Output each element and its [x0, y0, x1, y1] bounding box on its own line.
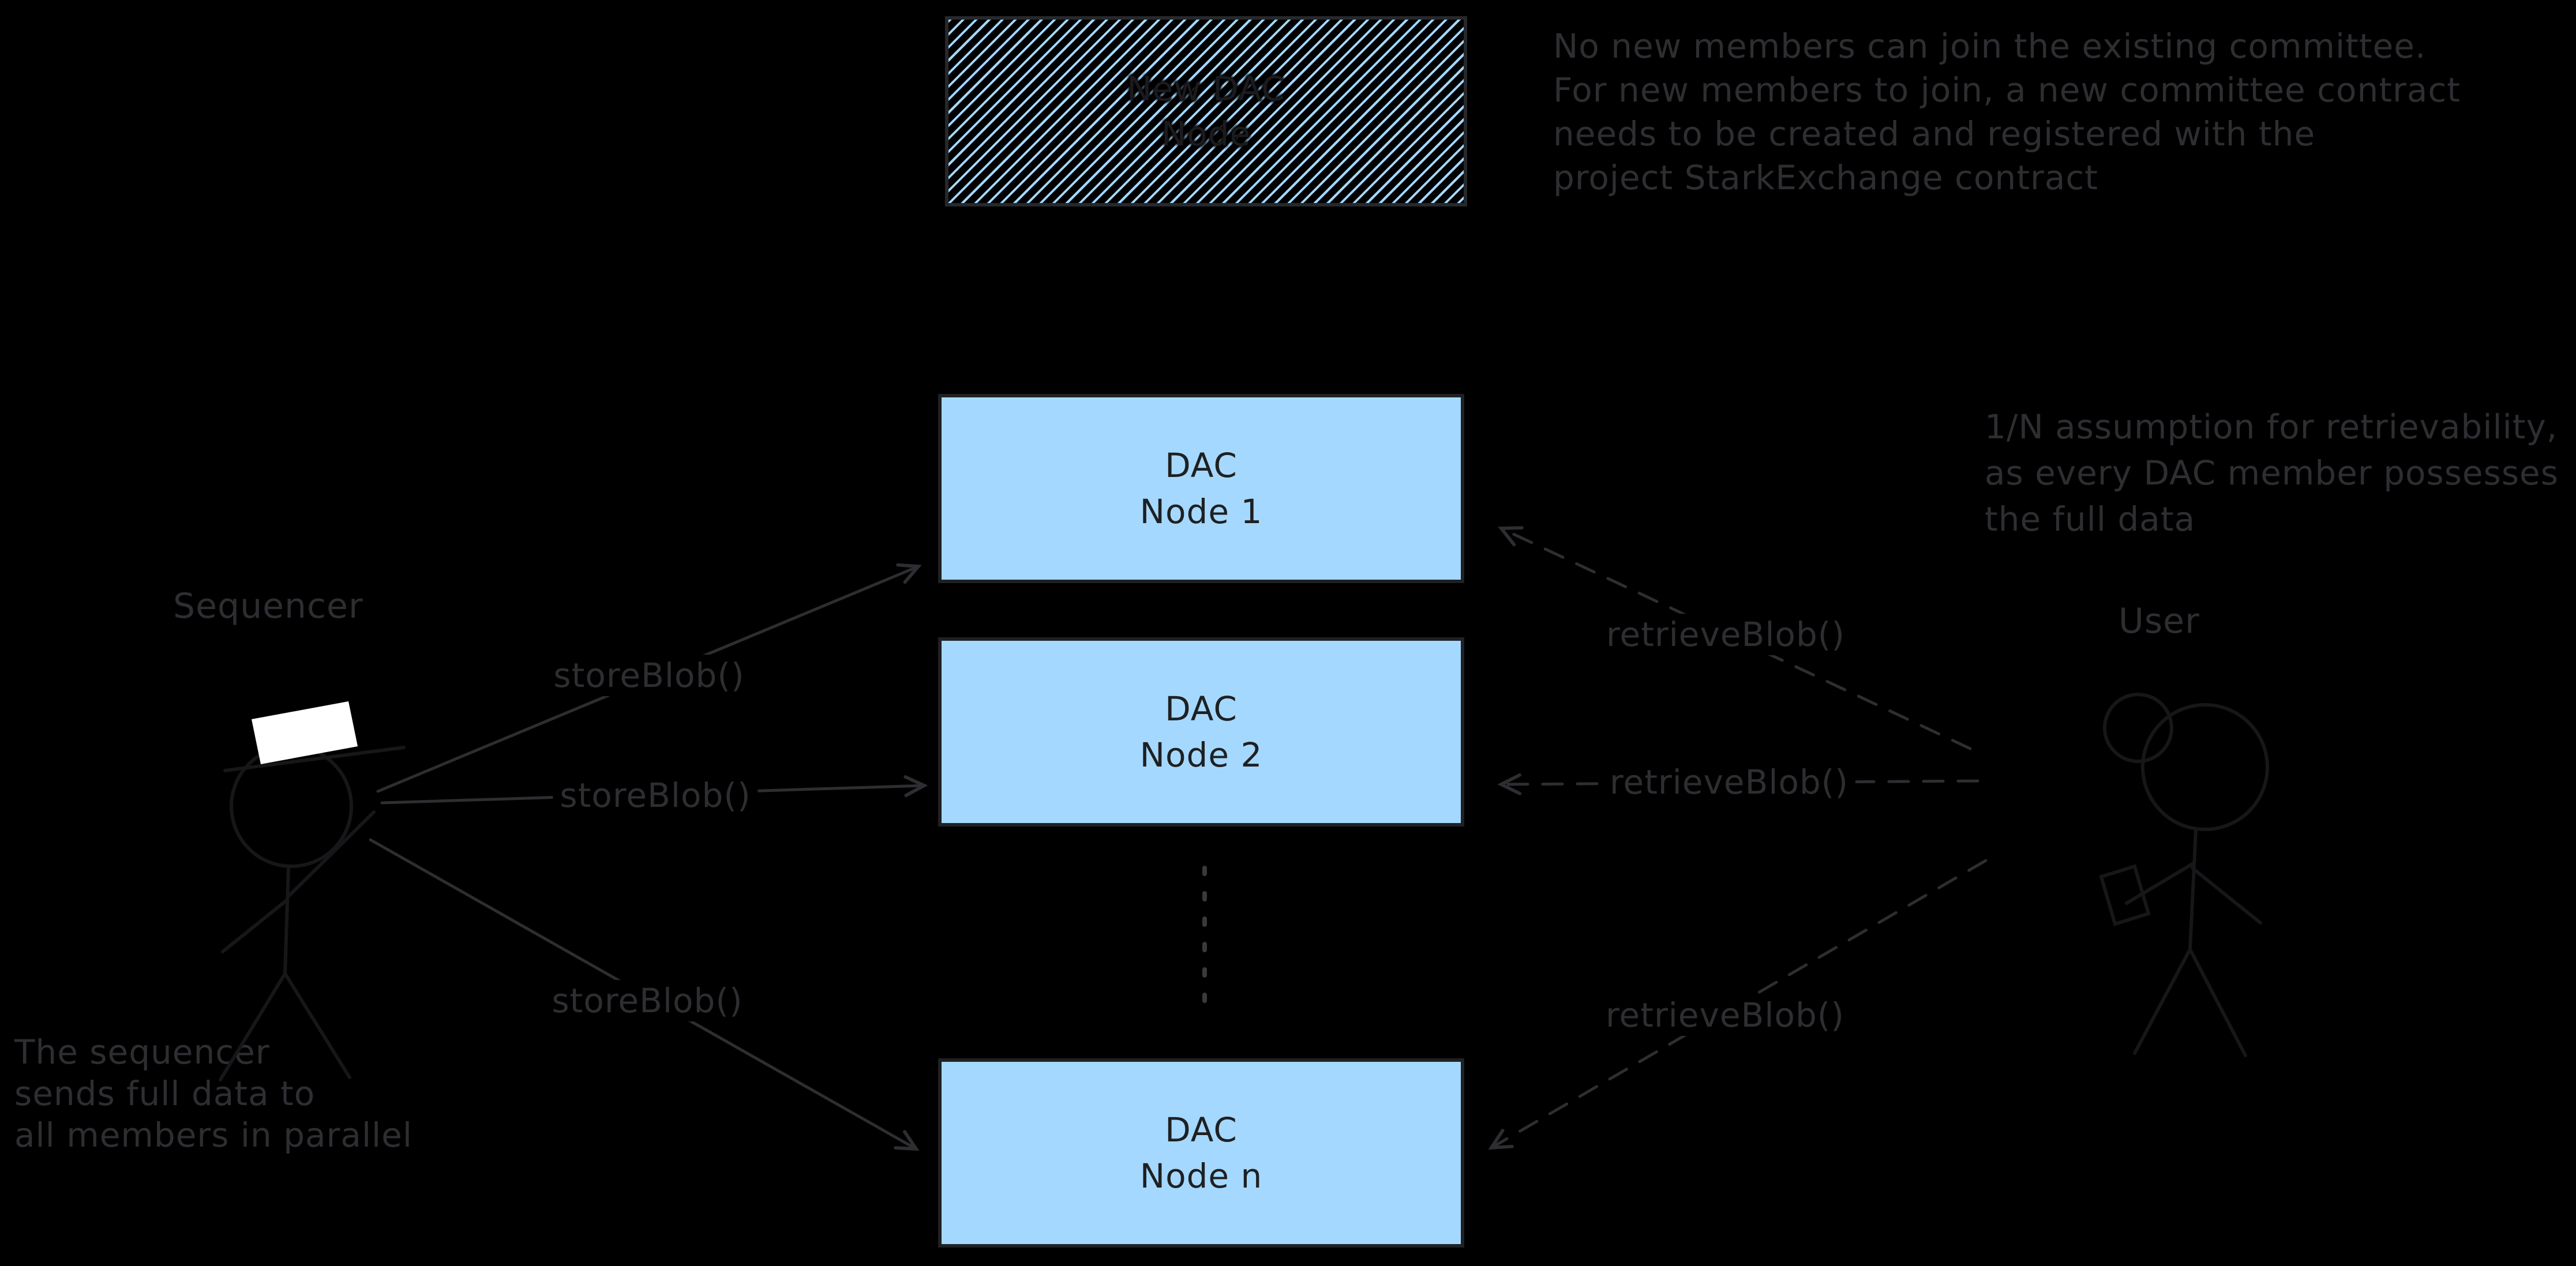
dac-node-1-title: DAC — [1165, 446, 1238, 485]
note-sequencer-parallel: The sequencer sends full data to all mem… — [14, 1032, 413, 1155]
storeblob-label-2: storeBlob() — [553, 775, 758, 816]
new-dac-node-box: New DAC Node — [945, 16, 1467, 206]
new-dac-node-label-line1: New DAC — [1127, 69, 1285, 108]
dac-node-n-subtitle: Node n — [1139, 1156, 1263, 1196]
note-committee: No new members can join the existing com… — [1553, 27, 2461, 197]
storeblob-label-1: storeBlob() — [546, 655, 752, 696]
user-figure-icon — [2099, 693, 2269, 1057]
retrieveblob-label-1: retrieveBlob() — [1599, 614, 1853, 655]
retrieve-arrow-node2 — [1497, 773, 1979, 795]
sequencer-hat-icon — [252, 701, 358, 764]
sequencer-figure-icon — [219, 745, 406, 1081]
dac-node-2-box: DAC Node 2 — [938, 637, 1464, 827]
dac-node-n-box: DAC Node n — [938, 1058, 1464, 1248]
dac-node-2-subtitle: Node 2 — [1139, 735, 1263, 775]
retrieveblob-label-2: retrieveBlob() — [1602, 761, 1856, 803]
note-retrievability: 1/N assumption for retrievability, as ev… — [1985, 407, 2559, 539]
dac-node-2-title: DAC — [1165, 689, 1238, 728]
retrieveblob-label-3: retrieveBlob() — [1598, 994, 1852, 1036]
user-label: User — [2118, 601, 2200, 641]
dac-node-1-subtitle: Node 1 — [1139, 492, 1263, 531]
dac-node-1-box: DAC Node 1 — [938, 394, 1464, 583]
sequencer-label: Sequencer — [173, 586, 363, 626]
new-dac-node-label-line2: Node — [1161, 114, 1251, 153]
storeblob-label-3: storeBlob() — [545, 980, 750, 1021]
dac-node-n-title: DAC — [1165, 1110, 1238, 1149]
